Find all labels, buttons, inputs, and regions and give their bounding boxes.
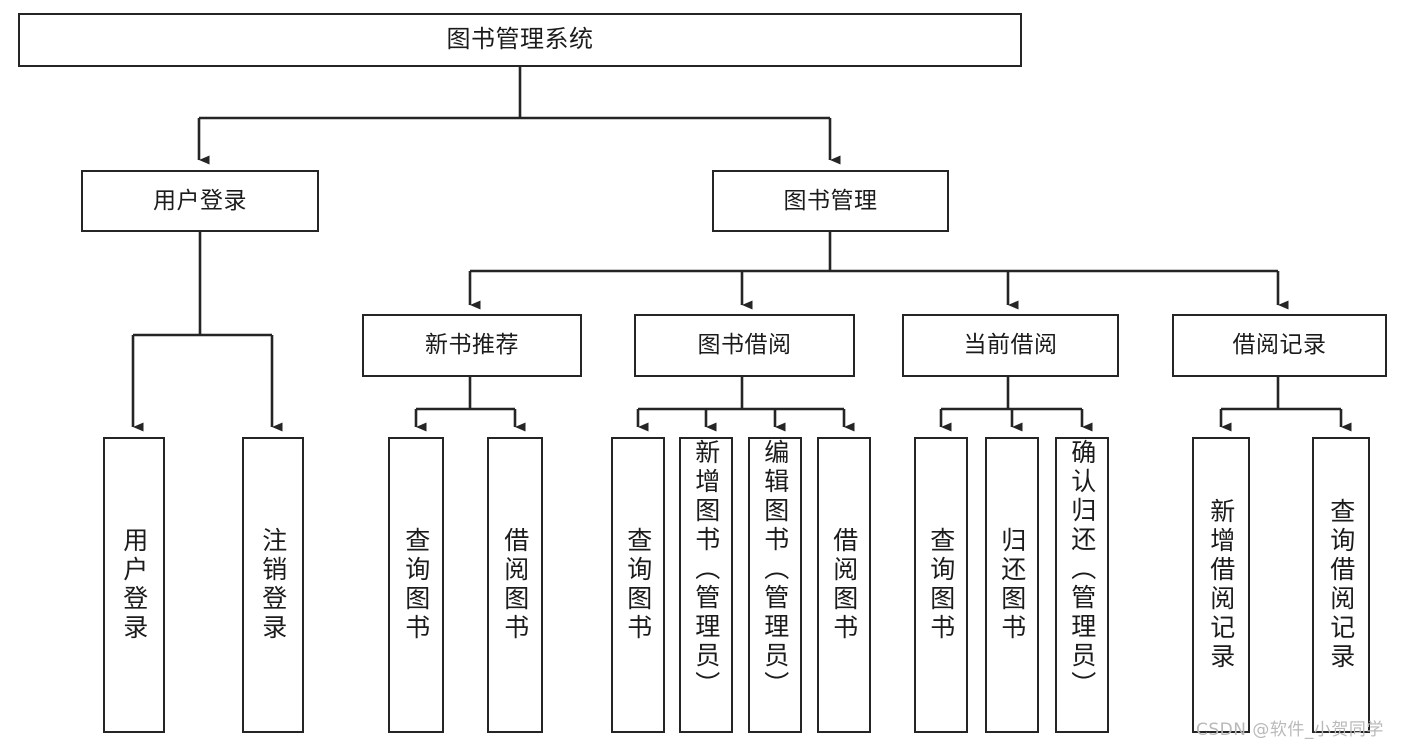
leaf-borrow-query-book-label: 查询图书 — [623, 527, 653, 643]
node-current-borrow-label: 当前借阅 — [963, 332, 1058, 359]
leaf-current-return-book-label: 归还图书 — [997, 527, 1027, 643]
node-user-login[interactable]: 用户登录 — [81, 170, 319, 232]
leaf-user-login-label: 用户登录 — [119, 527, 149, 643]
leaf-borrow-add-book-admin[interactable]: 新增图书（管理员） — [679, 437, 733, 733]
node-root[interactable]: 图书管理系统 — [18, 13, 1022, 67]
leaf-borrow-edit-book-admin-label: 编辑图书（管理员） — [760, 439, 790, 700]
node-book-management[interactable]: 图书管理 — [712, 170, 949, 232]
leaf-record-query[interactable]: 查询借阅记录 — [1312, 437, 1370, 733]
leaf-borrow-query-book[interactable]: 查询图书 — [611, 437, 665, 733]
leaf-current-return-book[interactable]: 归还图书 — [985, 437, 1039, 733]
leaf-recommend-query-book-label: 查询图书 — [401, 527, 431, 643]
leaf-user-logout-label: 注销登录 — [258, 527, 288, 643]
csdn-watermark: CSDN @软件_小贺同学 — [1196, 720, 1384, 740]
leaf-user-logout[interactable]: 注销登录 — [242, 437, 304, 733]
node-book-borrow[interactable]: 图书借阅 — [634, 314, 855, 377]
node-new-book-recommend[interactable]: 新书推荐 — [362, 314, 582, 377]
leaf-recommend-borrow-book[interactable]: 借阅图书 — [487, 437, 543, 733]
leaf-record-add[interactable]: 新增借阅记录 — [1192, 437, 1250, 733]
leaf-borrow-edit-book-admin[interactable]: 编辑图书（管理员） — [748, 437, 802, 733]
node-borrow-record-label: 借阅记录 — [1232, 332, 1327, 359]
node-borrow-record[interactable]: 借阅记录 — [1172, 314, 1387, 377]
leaf-borrow-add-book-admin-label: 新增图书（管理员） — [691, 439, 721, 700]
leaf-user-login[interactable]: 用户登录 — [103, 437, 165, 733]
leaf-borrow-lend-book-label: 借阅图书 — [829, 527, 859, 643]
node-book-borrow-label: 图书借阅 — [697, 332, 792, 359]
leaf-current-confirm-return-admin[interactable]: 确认归还（管理员） — [1055, 437, 1109, 733]
leaf-current-query-book-label: 查询图书 — [926, 527, 956, 643]
leaf-recommend-borrow-book-label: 借阅图书 — [500, 527, 530, 643]
node-root-label: 图书管理系统 — [446, 25, 594, 54]
leaf-recommend-query-book[interactable]: 查询图书 — [388, 437, 444, 733]
leaf-current-query-book[interactable]: 查询图书 — [914, 437, 968, 733]
node-current-borrow[interactable]: 当前借阅 — [902, 314, 1119, 377]
node-user-login-label: 用户登录 — [153, 187, 247, 214]
node-book-management-label: 图书管理 — [783, 187, 878, 214]
node-new-book-recommend-label: 新书推荐 — [425, 332, 519, 359]
leaf-current-confirm-return-admin-label: 确认归还（管理员） — [1067, 439, 1097, 700]
leaf-borrow-lend-book[interactable]: 借阅图书 — [817, 437, 871, 733]
leaf-record-query-label: 查询借阅记录 — [1326, 498, 1356, 672]
leaf-record-add-label: 新增借阅记录 — [1206, 498, 1236, 672]
